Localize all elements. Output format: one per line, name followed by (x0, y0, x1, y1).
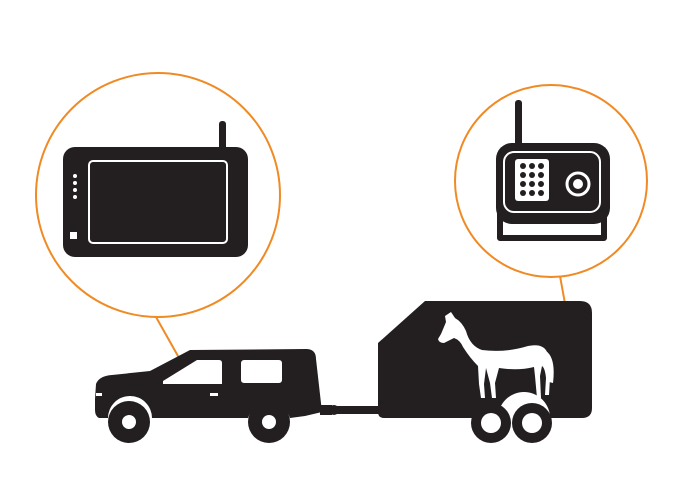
camera-ir-led (538, 172, 544, 178)
car-hitch (320, 405, 332, 415)
monitor-led (73, 188, 77, 192)
monitor-callout (35, 72, 281, 377)
camera-ir-led (529, 163, 535, 169)
camera-ir-led (529, 181, 535, 187)
car-windshield (163, 360, 222, 384)
car-front-wheel-hub (122, 415, 136, 429)
camera-ir-led (529, 172, 535, 178)
camera-ir-led (520, 181, 526, 187)
car-rear-window (241, 360, 282, 383)
camera-lens (573, 179, 583, 189)
monitor-led (73, 174, 77, 178)
horse-tail (544, 351, 554, 383)
monitor-led (73, 195, 77, 199)
monitor-antenna (219, 121, 226, 153)
horse-trailer-icon (378, 301, 592, 443)
camera-callout (454, 84, 648, 316)
monitor-callout-circle (35, 72, 281, 318)
car-bumper-light (96, 393, 102, 396)
camera-antenna (515, 100, 522, 146)
monitor-power-button (70, 232, 77, 239)
monitor-led (73, 181, 77, 185)
car-rear-wheel-hub (262, 415, 276, 429)
trailer-front-wheel-hub (481, 413, 501, 433)
camera-icon (496, 100, 610, 241)
camera-ir-led (538, 190, 544, 196)
car-icon (95, 349, 339, 443)
camera-ir-led-grid (520, 163, 544, 196)
camera-ir-led (538, 181, 544, 187)
camera-callout-circle (454, 84, 648, 278)
monitor-icon (63, 121, 248, 257)
trailer-rear-wheel-hub (522, 413, 542, 433)
horse-icon (438, 312, 554, 398)
camera-ir-led (529, 190, 535, 196)
camera-lens-ring (565, 171, 591, 197)
horse-silhouette (438, 312, 551, 398)
monitor-screen (88, 160, 228, 244)
camera-ir-led (538, 163, 544, 169)
camera-ir-led (520, 163, 526, 169)
tow-bar (334, 406, 380, 414)
camera-ir-led (520, 190, 526, 196)
camera-ir-led (520, 172, 526, 178)
car-door-handle (210, 393, 218, 396)
